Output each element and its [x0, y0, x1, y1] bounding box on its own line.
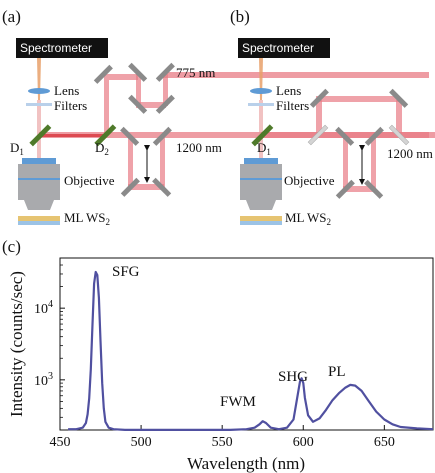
x-tick-label: 650 [374, 435, 395, 450]
beam-1200-down [128, 138, 133, 188]
x-tick-label: 550 [212, 435, 233, 450]
beam-combined [39, 134, 103, 137]
peak-label: FWM [220, 394, 256, 410]
mirror-icon [152, 126, 172, 146]
panel-a-label: (a) [2, 7, 21, 26]
beam-b-v1 [316, 100, 322, 135]
beam-775-v2 [163, 74, 168, 106]
objective-label: Objective [64, 173, 115, 188]
beam-775-up [104, 80, 109, 135]
beam-b-v2 [396, 100, 402, 135]
beam-1200-label: 1200 nm [176, 140, 222, 155]
mirror-icon [389, 88, 409, 108]
beam-1200-bottom [128, 184, 164, 190]
beam-b-top [316, 96, 400, 102]
filter-icon [248, 103, 274, 106]
spectrometer-label: Spectrometer [242, 41, 314, 55]
beamsplitter-icon [307, 124, 329, 146]
sample-icon [240, 216, 282, 221]
beam-1200-up [160, 138, 165, 188]
lens-icon [28, 88, 50, 94]
mirror-icon [152, 177, 172, 197]
peak-annotations: SFG FWM SHG PL [112, 264, 346, 410]
spectrometer-box [16, 38, 108, 58]
x-tick-label: 450 [50, 435, 71, 450]
mirror-icon [335, 179, 355, 199]
d1-label: D1 [257, 140, 271, 157]
sample-icon [18, 216, 60, 221]
panel-a: (a) Spectrometer Lens Filters [2, 7, 429, 227]
mirror-icon [120, 126, 140, 146]
x-tick-label: 500 [131, 435, 152, 450]
beam-775-v1 [136, 74, 141, 106]
beam-775-label: 775 nm [176, 65, 215, 80]
mirror-icon [128, 94, 148, 114]
beam-1200-label: 1200 nm [387, 146, 433, 161]
mirror-icon [120, 177, 140, 197]
dichroic-d2-icon [94, 124, 117, 147]
beam-775-h1 [104, 74, 138, 80]
objective-label: Objective [284, 173, 335, 188]
dichroic-d1-icon [29, 124, 52, 147]
filter-icon [26, 103, 52, 106]
sample-label: ML WS2 [285, 210, 331, 227]
objective-icon [18, 158, 60, 210]
y-axis-label: Intensity (counts/sec) [7, 271, 26, 417]
mirror-icon [364, 126, 384, 146]
filters-label: Filters [276, 98, 309, 113]
peak-label: SFG [112, 264, 140, 280]
peak-label: SHG [278, 369, 308, 385]
d1-label: D1 [10, 140, 24, 157]
beam-vertical-lower [37, 100, 41, 158]
peak-label: PL [328, 364, 346, 380]
mirrors-panel-b [309, 88, 409, 199]
mirrors-panel-a [93, 62, 175, 197]
beam-b-delay-up [371, 138, 376, 190]
mirror-icon [93, 64, 113, 84]
filters-label: Filters [54, 98, 87, 113]
beamsplitter-icon [388, 124, 410, 146]
y-tick-label: 103 [34, 371, 53, 389]
panel-b: (b) Spectrometer Lens Filters D1 120 [230, 7, 435, 227]
y-axis: 103 104 [34, 257, 65, 431]
mirror-icon [364, 179, 384, 199]
panel-c: (c) 450 500 550 600 650 103 104 SFG FWM SHG PL W… [2, 237, 434, 473]
lens-icon [250, 88, 272, 94]
mirror-icon [335, 126, 355, 146]
mirror-icon [309, 88, 329, 108]
sample-label: ML WS2 [64, 210, 110, 227]
beam-horizontal [261, 132, 435, 138]
x-axis-label: Wavelength (nm) [187, 454, 305, 473]
spectrum-line [68, 270, 434, 431]
x-axis: 450 500 550 600 650 [50, 425, 395, 450]
panel-b-label: (b) [230, 7, 250, 26]
substrate-icon [18, 221, 60, 225]
panel-c-label: (c) [2, 237, 21, 256]
mirror-icon [128, 62, 148, 82]
beam-775-input [163, 72, 429, 78]
objective-icon [240, 158, 282, 210]
substrate-icon [240, 221, 282, 225]
spectrometer-box [238, 38, 330, 58]
beam-horizontal [39, 132, 429, 138]
y-tick-label: 104 [34, 299, 53, 317]
spectrometer-label: Spectrometer [20, 41, 92, 55]
beam-775-h2 [136, 102, 166, 108]
beam-b-delay-bottom [343, 186, 375, 192]
beam-vertical-lower [259, 100, 263, 158]
lens-label: Lens [276, 83, 301, 98]
d2-label: D2 [95, 140, 109, 157]
x-tick-label: 600 [293, 435, 314, 450]
dichroic-d1-icon [251, 124, 274, 147]
beam-b-delay-down [343, 138, 348, 190]
mirror-icon [155, 94, 175, 114]
mirror-icon [155, 62, 175, 82]
lens-label: Lens [54, 83, 79, 98]
